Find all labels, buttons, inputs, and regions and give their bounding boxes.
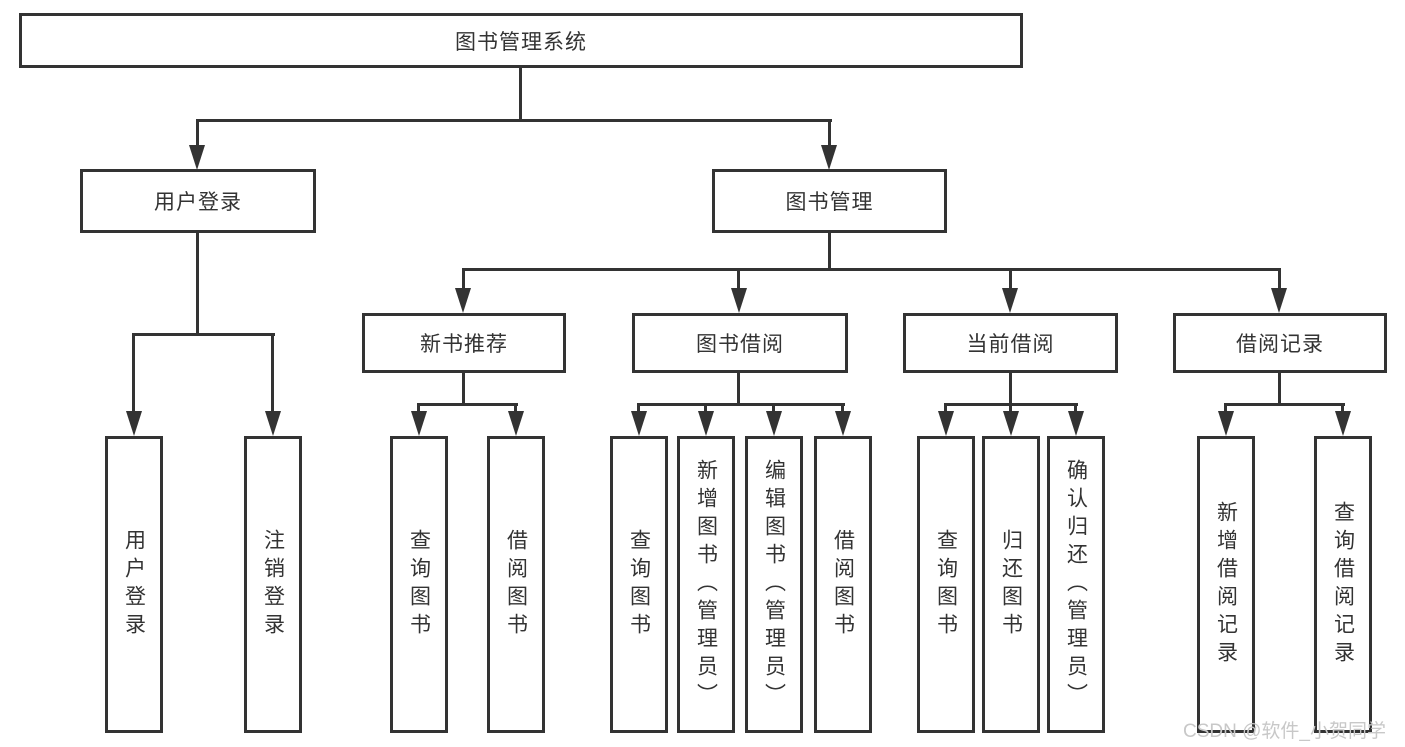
connector-line [462, 373, 465, 406]
connector-line [841, 403, 844, 412]
arrow-down-icon [1218, 411, 1234, 436]
connector-line [772, 403, 775, 412]
leaf-return-book: 归还图书 [982, 436, 1040, 733]
arrow-down-icon [265, 411, 281, 436]
connector-line [1074, 403, 1077, 412]
connector-line [196, 233, 199, 336]
node-book-management: 图书管理 [712, 169, 947, 233]
leaf-borrow-books-recommend-label: 借阅图书 [504, 528, 528, 641]
arrow-down-icon [821, 145, 837, 170]
leaf-return-book-label: 归还图书 [999, 528, 1023, 641]
arrow-down-icon [731, 288, 747, 313]
leaf-query-books-current: 查询图书 [917, 436, 975, 733]
leaf-query-books-current-label: 查询图书 [934, 528, 958, 641]
connector-line [1341, 403, 1344, 412]
connector-line [944, 403, 947, 412]
leaf-logout-label: 注销登录 [261, 528, 285, 641]
connector-line [1224, 403, 1227, 412]
leaf-query-borrow-record: 查询借阅记录 [1314, 436, 1372, 733]
connector-line [462, 268, 465, 289]
connector-line [637, 403, 845, 406]
connector-line [1278, 268, 1281, 289]
connector-line [417, 403, 420, 412]
node-new-book-recommend: 新书推荐 [362, 313, 566, 373]
arrow-down-icon [508, 411, 524, 436]
connector-line [637, 403, 640, 412]
connector-line [196, 119, 199, 147]
arrow-down-icon [455, 288, 471, 313]
leaf-add-borrow-record-label: 新增借阅记录 [1214, 500, 1238, 669]
connector-line [271, 333, 274, 412]
connector-line [828, 119, 831, 147]
connector-line [196, 119, 832, 122]
arrow-down-icon [1271, 288, 1287, 313]
leaf-logout: 注销登录 [244, 436, 302, 733]
connector-line [1224, 403, 1345, 406]
arrow-down-icon [766, 411, 782, 436]
connector-line [737, 373, 740, 406]
arrow-down-icon [126, 411, 142, 436]
arrow-down-icon [189, 145, 205, 170]
leaf-user-login: 用户登录 [105, 436, 163, 733]
leaf-add-book-admin: 新增图书（管理员） [677, 436, 735, 733]
node-current-borrow: 当前借阅 [903, 313, 1118, 373]
leaf-borrow-books: 借阅图书 [814, 436, 872, 733]
leaf-query-borrow-record-label: 查询借阅记录 [1331, 500, 1355, 669]
leaf-query-books-borrow-label: 查询图书 [627, 528, 651, 641]
connector-line [1009, 373, 1012, 406]
leaf-add-book-admin-label: 新增图书（管理员） [694, 458, 718, 711]
connector-line [1009, 403, 1012, 412]
connector-line [514, 403, 517, 412]
connector-line [1278, 373, 1281, 406]
leaf-confirm-return-admin: 确认归还（管理员） [1047, 436, 1105, 733]
arrow-down-icon [411, 411, 427, 436]
node-root: 图书管理系统 [19, 13, 1023, 68]
arrow-down-icon [835, 411, 851, 436]
connector-line [704, 403, 707, 412]
connector-line [828, 233, 831, 271]
connector-line [462, 268, 1281, 271]
arrow-down-icon [1003, 411, 1019, 436]
connector-line [132, 333, 275, 336]
leaf-edit-book-admin: 编辑图书（管理员） [745, 436, 803, 733]
leaf-borrow-books-label: 借阅图书 [831, 528, 855, 641]
node-borrow-records: 借阅记录 [1173, 313, 1387, 373]
leaf-edit-book-admin-label: 编辑图书（管理员） [762, 458, 786, 711]
connector-line [417, 403, 518, 406]
leaf-query-books-recommend: 查询图书 [390, 436, 448, 733]
connector-line [737, 268, 740, 289]
connector-line [132, 333, 135, 412]
node-user-login: 用户登录 [80, 169, 316, 233]
arrow-down-icon [1002, 288, 1018, 313]
arrow-down-icon [1068, 411, 1084, 436]
leaf-add-borrow-record: 新增借阅记录 [1197, 436, 1255, 733]
leaf-confirm-return-admin-label: 确认归还（管理员） [1064, 458, 1088, 711]
connector-line [1009, 268, 1012, 289]
arrow-down-icon [698, 411, 714, 436]
node-book-borrow: 图书借阅 [632, 313, 848, 373]
leaf-borrow-books-recommend: 借阅图书 [487, 436, 545, 733]
arrow-down-icon [938, 411, 954, 436]
arrow-down-icon [1335, 411, 1351, 436]
csdn-watermark: CSDN @软件_小贺同学 [1183, 721, 1386, 742]
arrow-down-icon [631, 411, 647, 436]
connector-line [519, 68, 522, 121]
leaf-query-books-recommend-label: 查询图书 [407, 528, 431, 641]
leaf-query-books-borrow: 查询图书 [610, 436, 668, 733]
leaf-user-login-label: 用户登录 [122, 528, 146, 641]
